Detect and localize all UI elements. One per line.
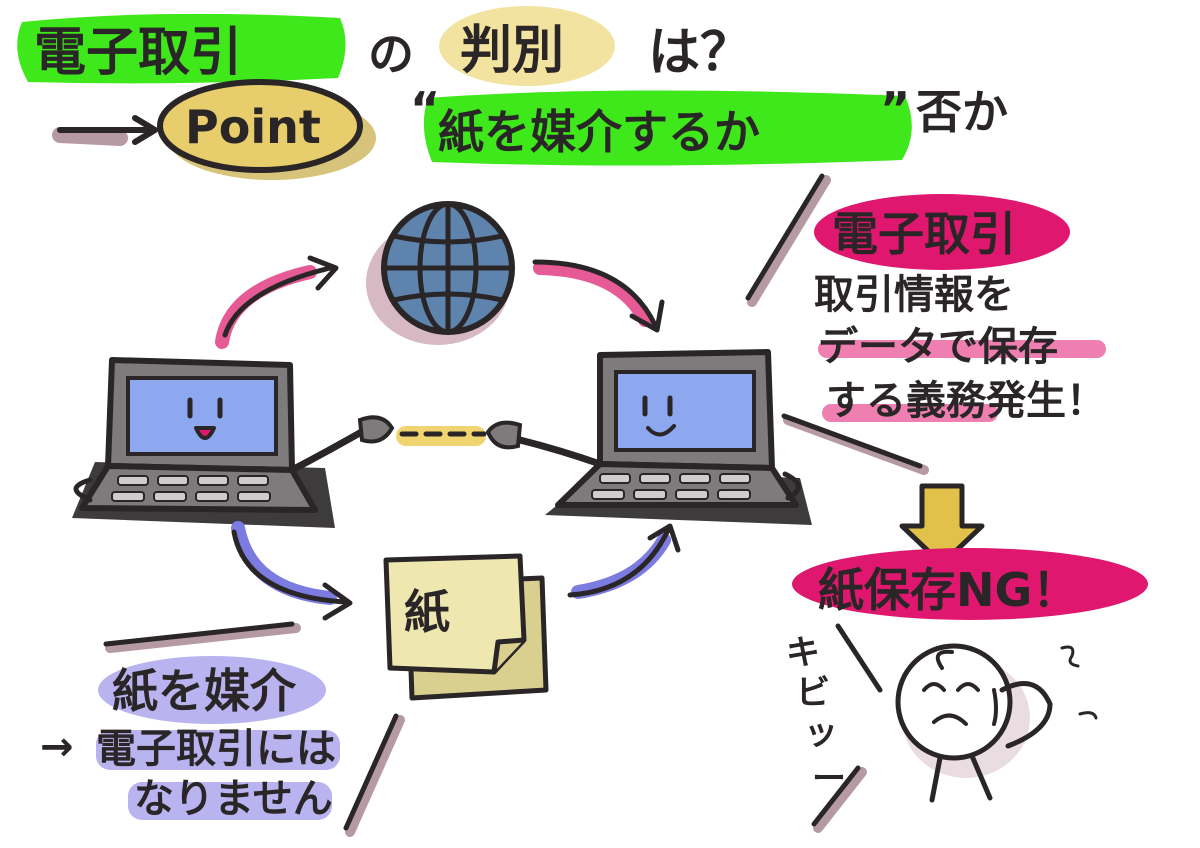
sfx-small-tsu: ッ	[804, 713, 838, 753]
quote-open: “	[410, 82, 440, 136]
left-line-2: なりません	[134, 776, 333, 822]
point-suffix: 否か	[916, 85, 1008, 139]
arrow-icon	[222, 265, 333, 338]
point-label: Point	[185, 100, 321, 154]
left-panel: 紙を媒介 → 電子取引には なりません	[40, 656, 340, 822]
internet-arrows	[215, 255, 665, 349]
arrow-icon	[231, 529, 348, 605]
result-text: 紙保存NG！	[818, 563, 1078, 617]
left-arrow: →	[40, 724, 74, 770]
paper-label: 紙	[404, 585, 450, 639]
green-highlight	[17, 13, 346, 84]
handshake-link	[396, 426, 487, 446]
title-keyword: 判別	[460, 21, 564, 81]
quote-close: ”	[880, 82, 910, 136]
laptop-right-icon	[485, 349, 812, 525]
hand-icon	[357, 415, 395, 444]
left-line-1: 電子取引には	[96, 726, 336, 772]
right-body-line-1: 取引情報を	[814, 272, 1014, 318]
paper-icon: 紙	[383, 553, 549, 701]
down-arrow-icon	[899, 483, 985, 567]
sfx-bi: ビ	[796, 673, 830, 713]
arrow-icon	[532, 259, 658, 328]
hand-icon	[485, 420, 523, 450]
pink-highlight	[814, 194, 1070, 270]
arrow-icon	[567, 527, 671, 598]
title-row: 電子取引 の 判別 は？	[17, 6, 752, 86]
point-criterion: 紙を媒介するか	[438, 105, 760, 159]
sfx-dash: ー	[812, 759, 846, 799]
right-heading: 電子取引	[832, 207, 1016, 261]
left-heading: 紙を媒介	[112, 664, 297, 718]
right-panel: 電子取引 取引情報を データで保存 する義務発生！ 紙保存NG！ キ ビ ッ ー	[786, 194, 1148, 803]
pink-highlight-2	[792, 548, 1148, 620]
laptop-left-icon	[72, 357, 395, 528]
worried-face-icon	[895, 643, 1098, 803]
sfx-ki: キ	[786, 633, 820, 673]
right-body-line-2: データで保存	[818, 324, 1058, 370]
paper-arrows	[231, 521, 681, 621]
title-topic: 電子取引	[34, 23, 242, 83]
lavender-highlight	[98, 656, 326, 724]
globe-icon	[366, 201, 515, 345]
yellow-highlight	[439, 6, 615, 86]
title-question: は？	[648, 23, 752, 83]
right-body-line-3: する義務発生！	[826, 378, 1106, 424]
point-badge	[157, 79, 363, 173]
title-particle: の	[368, 27, 414, 81]
decorative-strokes	[103, 173, 929, 837]
point-row: Point “ 紙を媒介するか ” 否か	[52, 79, 1008, 180]
green-highlight-2	[423, 90, 912, 166]
